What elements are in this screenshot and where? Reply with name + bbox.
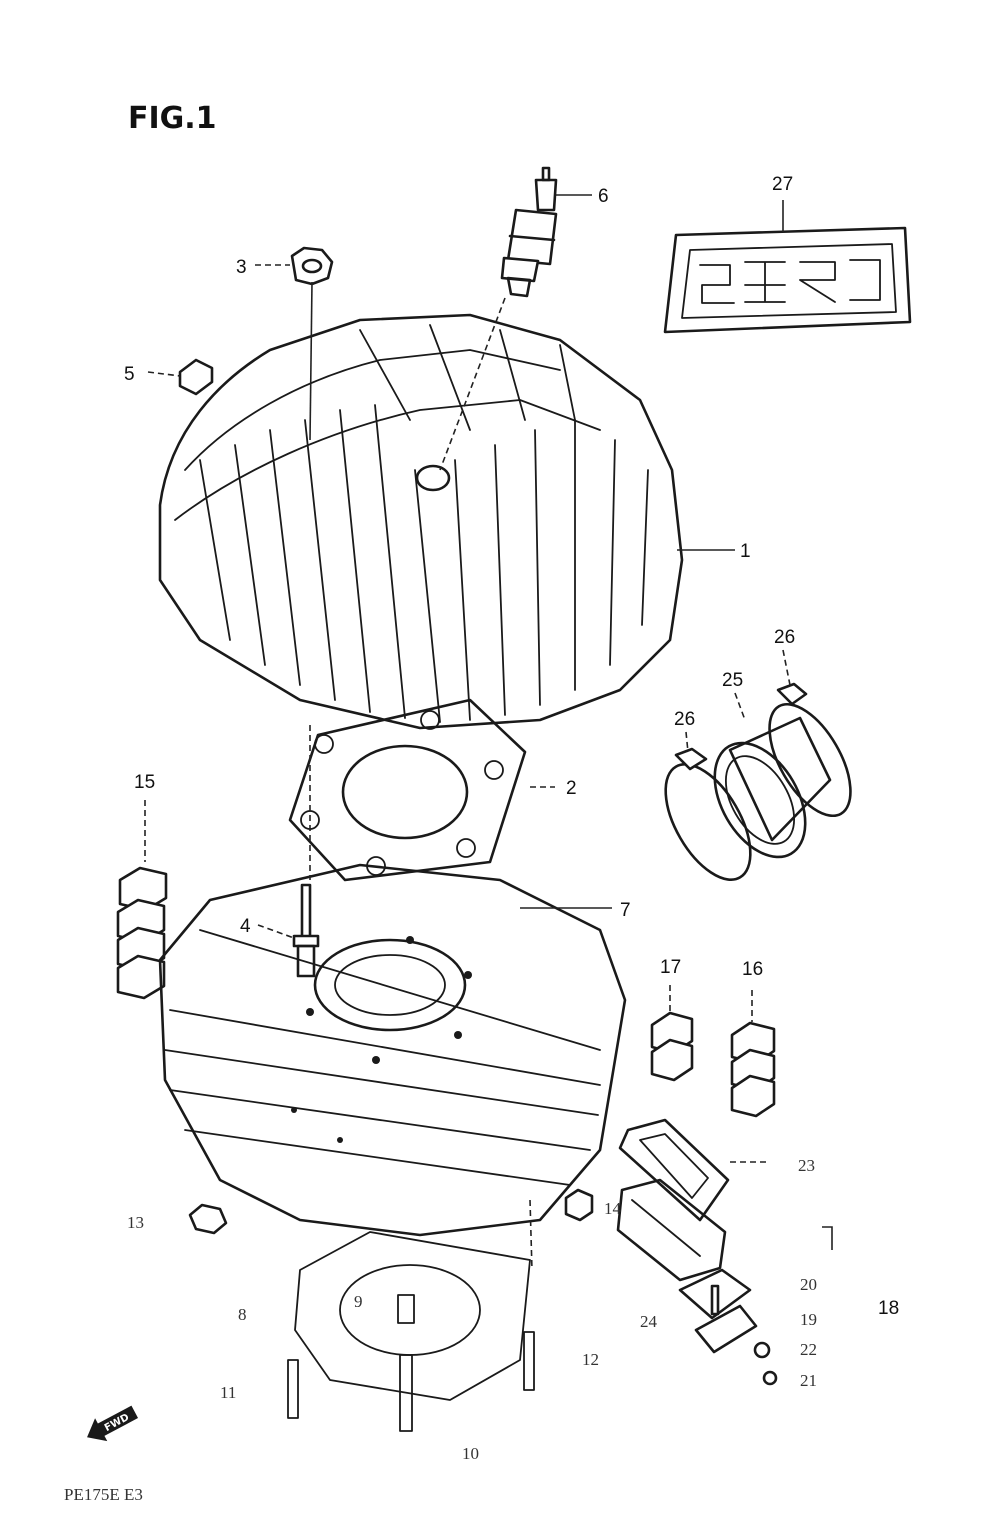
callout-10: 10 xyxy=(462,1444,479,1463)
callout-1: 1 xyxy=(740,541,751,562)
callout-17: 17 xyxy=(660,957,681,978)
part-3-nut xyxy=(290,246,334,286)
part-2-head-gasket xyxy=(288,698,527,882)
part-16-damper-stack xyxy=(730,1021,776,1118)
callout-26-right: 26 xyxy=(774,627,795,648)
part-6-spark-plug xyxy=(500,166,558,298)
part-23-reed-gasket xyxy=(618,1118,730,1222)
callout-18: 18 xyxy=(878,1298,899,1319)
figure-title: FIG.1 xyxy=(128,101,217,136)
part-1-cylinder-head xyxy=(158,313,684,730)
callout-16: 16 xyxy=(742,959,763,980)
callout-24: 24 xyxy=(640,1312,658,1331)
part-13-nut xyxy=(188,1203,228,1235)
callout-13: 13 xyxy=(127,1213,144,1232)
callout-27: 27 xyxy=(772,174,793,195)
callout-11: 11 xyxy=(220,1383,236,1402)
callout-25: 25 xyxy=(722,670,743,691)
callout-labels: 1 2 3 4 5 6 7 8 9 10 11 12 13 14 15 16 1… xyxy=(124,174,899,1463)
part-11-stud xyxy=(287,1359,299,1419)
callout-20: 20 xyxy=(800,1275,817,1294)
leader-lines xyxy=(144,194,833,1271)
callout-8: 8 xyxy=(238,1305,247,1324)
callout-15: 15 xyxy=(134,772,155,793)
part-17-damper xyxy=(650,1011,694,1082)
part-26-hose-clamp-left xyxy=(664,747,752,881)
callout-7: 7 xyxy=(620,900,631,921)
callout-4: 4 xyxy=(240,916,251,937)
callout-26-left: 26 xyxy=(674,709,695,730)
part-4-stud xyxy=(292,883,320,978)
callout-2: 2 xyxy=(566,778,577,799)
callout-5: 5 xyxy=(124,364,135,385)
callout-6: 6 xyxy=(598,186,609,207)
part-26-hose-clamp-right xyxy=(768,682,852,818)
part-18-reed-valve-assembly xyxy=(616,1178,778,1386)
part-27-gasket-set xyxy=(663,226,912,334)
figure-reference: PE175E E3 xyxy=(64,1485,143,1504)
forward-arrow-icon: FWD xyxy=(87,1405,139,1442)
callout-22: 22 xyxy=(800,1340,817,1359)
callout-3: 3 xyxy=(236,257,247,278)
part-15-damper-stack xyxy=(116,866,168,1000)
part-25-intake-hose xyxy=(713,716,832,859)
callout-19: 19 xyxy=(800,1310,817,1329)
part-7-cylinder xyxy=(158,863,627,1237)
callout-9: 9 xyxy=(354,1292,363,1311)
part-5-cap xyxy=(178,358,214,396)
part-10-stud xyxy=(399,1354,413,1432)
callout-12: 12 xyxy=(582,1350,599,1369)
part-14-nut xyxy=(564,1188,594,1222)
callout-23: 23 xyxy=(798,1156,815,1175)
callout-14: 14 xyxy=(604,1199,622,1218)
callout-21: 21 xyxy=(800,1371,817,1390)
part-8-dowel xyxy=(397,1294,415,1324)
part-12-stud xyxy=(523,1331,535,1391)
